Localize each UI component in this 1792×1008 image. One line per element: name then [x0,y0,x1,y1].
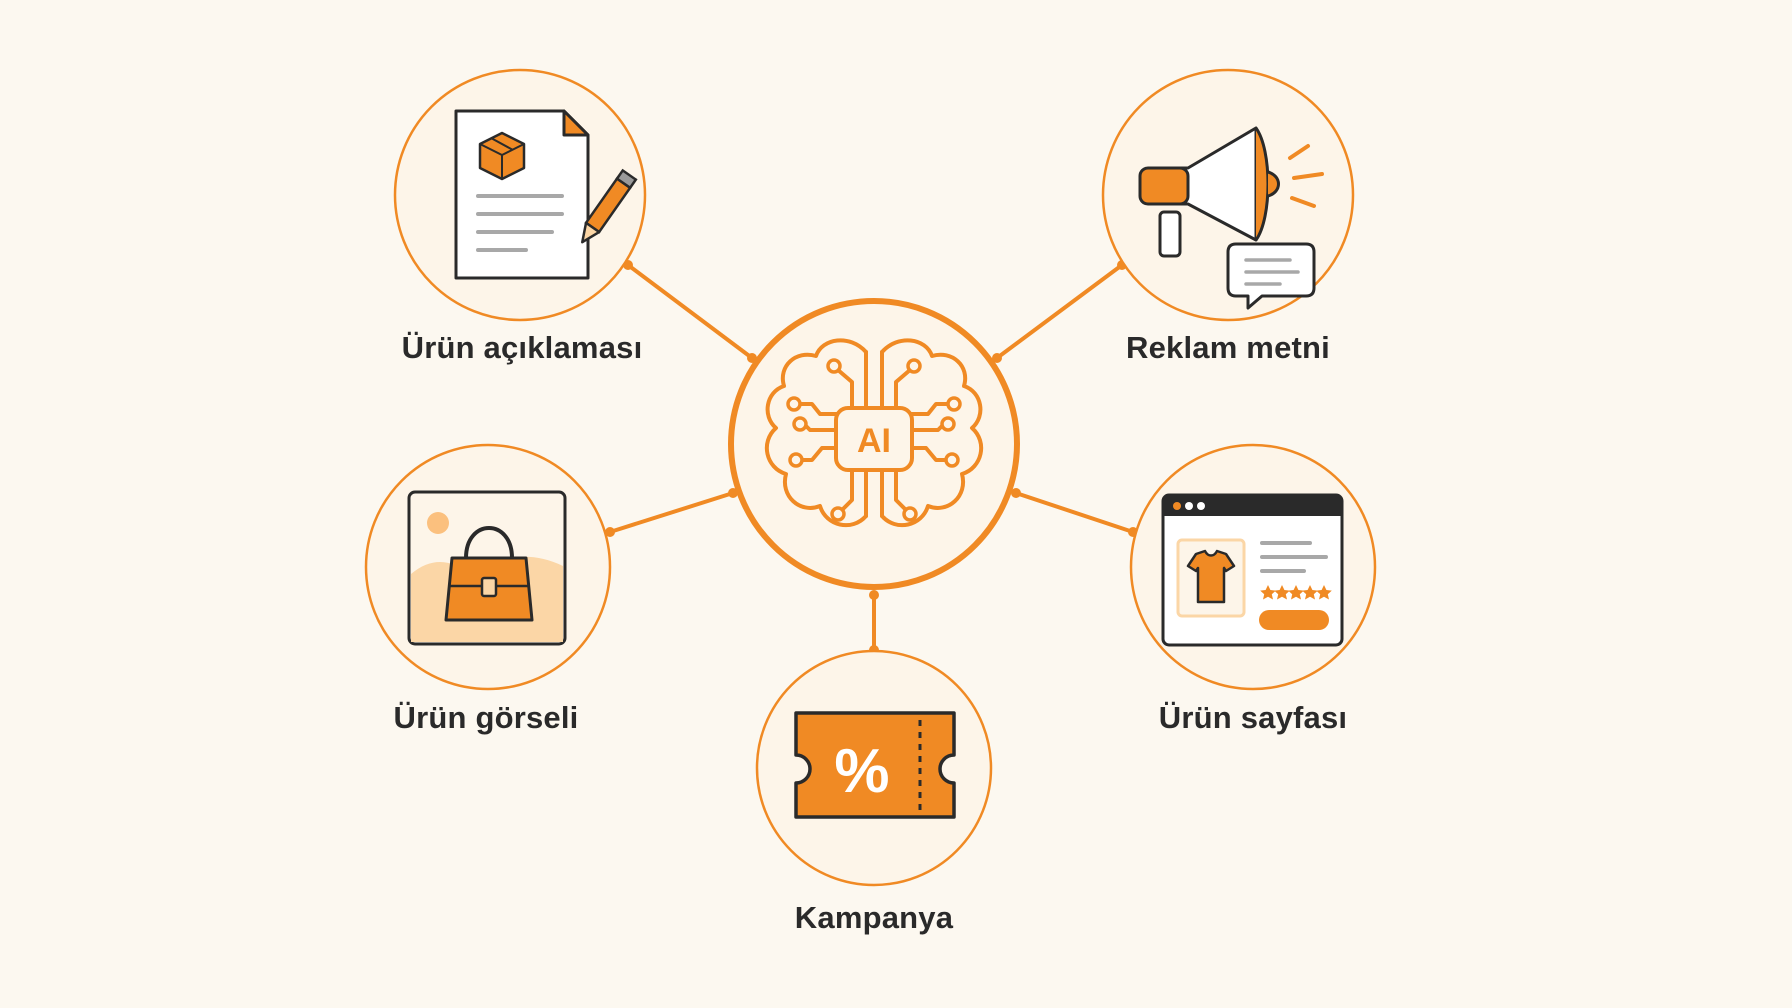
node-product-image [364,443,612,691]
node-label-description: Ürün açıklaması [401,330,643,365]
connector-ad-copy [995,263,1124,360]
ai-badge [834,406,914,472]
circuit-nodes [786,358,962,522]
connectors [609,263,1134,650]
connector-description [626,263,754,360]
connector-product-page [1015,491,1134,534]
product-page-icon [1161,493,1344,647]
percent-symbol: % [834,737,889,806]
node-label-image: Ürün görseli [393,700,579,735]
node-label-campaign: Kampanya [794,900,954,935]
node-product-page [1129,443,1377,691]
handbag-image-icon [407,490,567,646]
rating-stars [1260,585,1332,600]
document-pencil-icon [454,109,638,280]
connector-dots [605,260,1138,655]
megaphone-icon [1138,126,1324,310]
ai-badge-text: AI [857,422,891,460]
ai-brain-icon [765,338,983,527]
connector-image [609,491,734,534]
node-campaign: % [755,649,993,887]
node-label-ad-copy: Reklam metni [1126,330,1330,365]
discount-ticket-icon: % [794,711,956,819]
node-label-product-page: Ürün sayfası [1158,700,1348,735]
ai-center-node: AI [728,298,1020,590]
node-ad-copy [1101,68,1355,322]
node-product-description [393,68,647,322]
